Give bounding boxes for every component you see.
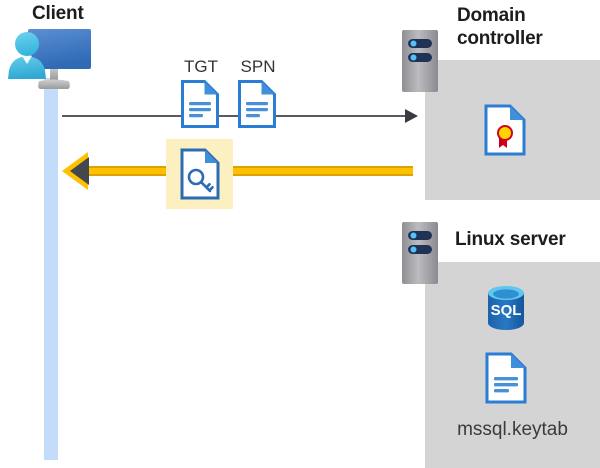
- client-title: Client: [32, 3, 84, 24]
- client-lifeline-bar: [44, 78, 58, 460]
- document-icon: [181, 80, 219, 128]
- document-icon: [485, 352, 527, 404]
- linux-server-title: Linux server: [455, 229, 566, 250]
- certificate-document-icon: [484, 104, 526, 156]
- user-at-monitor-icon: [5, 25, 103, 97]
- arrow-left-icon-inner: [70, 157, 89, 185]
- sql-database-icon: SQL: [483, 282, 529, 334]
- keytab-file-label: mssql.keytab: [457, 419, 568, 440]
- arrow-right-icon: [405, 109, 418, 123]
- server-rack-icon: [402, 222, 438, 284]
- response-arrow-line: [78, 166, 413, 176]
- domain-controller-title: Domain controller: [457, 5, 543, 49]
- document-with-key-icon: [180, 148, 220, 200]
- sql-database-label: SQL: [491, 302, 522, 319]
- spn-label: SPN: [240, 57, 276, 76]
- server-rack-icon: [402, 30, 438, 92]
- document-icon: [238, 80, 276, 128]
- request-arrow-line: [62, 115, 407, 117]
- tgt-label: TGT: [184, 57, 218, 76]
